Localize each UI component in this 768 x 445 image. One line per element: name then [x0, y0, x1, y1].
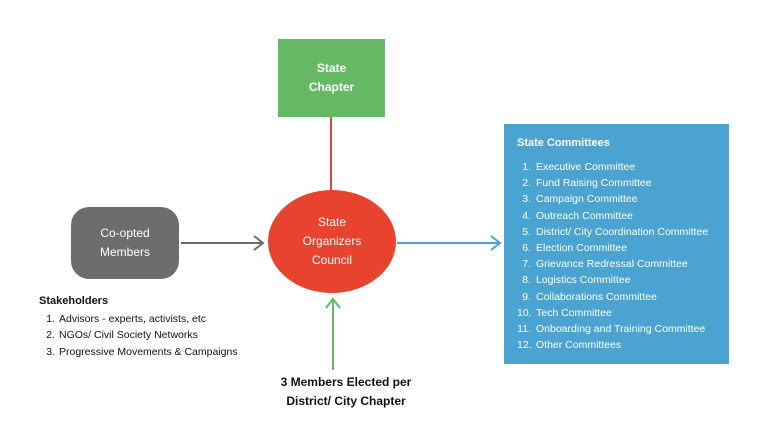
- list-item: 7.Grievance Redressal Committee: [522, 258, 688, 271]
- council-line1: State: [317, 215, 347, 229]
- coopted-members-box: Co-opted Members: [71, 207, 179, 279]
- list-item: 1.Executive Committee: [522, 161, 636, 173]
- list-item: 11.Onboarding and Training Committee: [517, 323, 706, 336]
- coopted-line1: Co-opted: [100, 226, 150, 240]
- list-item: 12.Other Committees: [517, 339, 622, 352]
- coopted-to-council-arrow: [181, 235, 265, 251]
- list-item: 9.Collaborations Committee: [522, 290, 657, 303]
- list-item: 3.Campaign Committee: [522, 193, 638, 206]
- list-item: 2.Fund Raising Committee: [522, 177, 652, 190]
- elected-line2: District/ City Chapter: [286, 394, 406, 408]
- stakeholders-block: Stakeholders 1.Advisors - experts, activ…: [39, 295, 238, 360]
- list-item: 6.Election Committee: [522, 242, 628, 255]
- elected-to-council-arrow: [325, 297, 341, 370]
- state-committees-box: State Committees 1.Executive Committee 2…: [504, 124, 729, 364]
- state-chapter-line2: Chapter: [308, 80, 355, 94]
- list-item: 5.District/ City Coordination Committee: [522, 225, 709, 238]
- elected-members-label: 3 Members Elected per District/ City Cha…: [260, 373, 432, 411]
- state-chapter-line1: State: [316, 61, 347, 75]
- list-item: 4.Outreach Committee: [522, 209, 633, 222]
- list-item: 10.Tech Committee: [517, 306, 612, 319]
- state-organizers-council-circle: State Organizers Council: [268, 190, 396, 293]
- committees-list: 1.Executive Committee 2.Fund Raising Com…: [517, 159, 729, 353]
- list-item: 1.Advisors - experts, activists, etc: [46, 313, 207, 325]
- stakeholders-title: Stakeholders: [39, 295, 109, 307]
- list-item: 8.Logistics Committee: [522, 274, 631, 287]
- committees-title: State Committees: [517, 137, 610, 149]
- list-item: 2.NGOs/ Civil Society Networks: [46, 329, 198, 342]
- list-item: 3.Progressive Movements & Campaigns: [46, 345, 238, 358]
- council-line3: Council: [311, 253, 353, 267]
- coopted-line2: Members: [99, 245, 150, 259]
- stakeholders-list: 1.Advisors - experts, activists, etc 2.N…: [39, 311, 238, 360]
- council-to-committees-arrow: [397, 235, 502, 251]
- elected-line1: 3 Members Elected per: [280, 375, 412, 389]
- state-chapter-box: State Chapter: [278, 39, 385, 117]
- council-line2: Organizers: [302, 234, 362, 248]
